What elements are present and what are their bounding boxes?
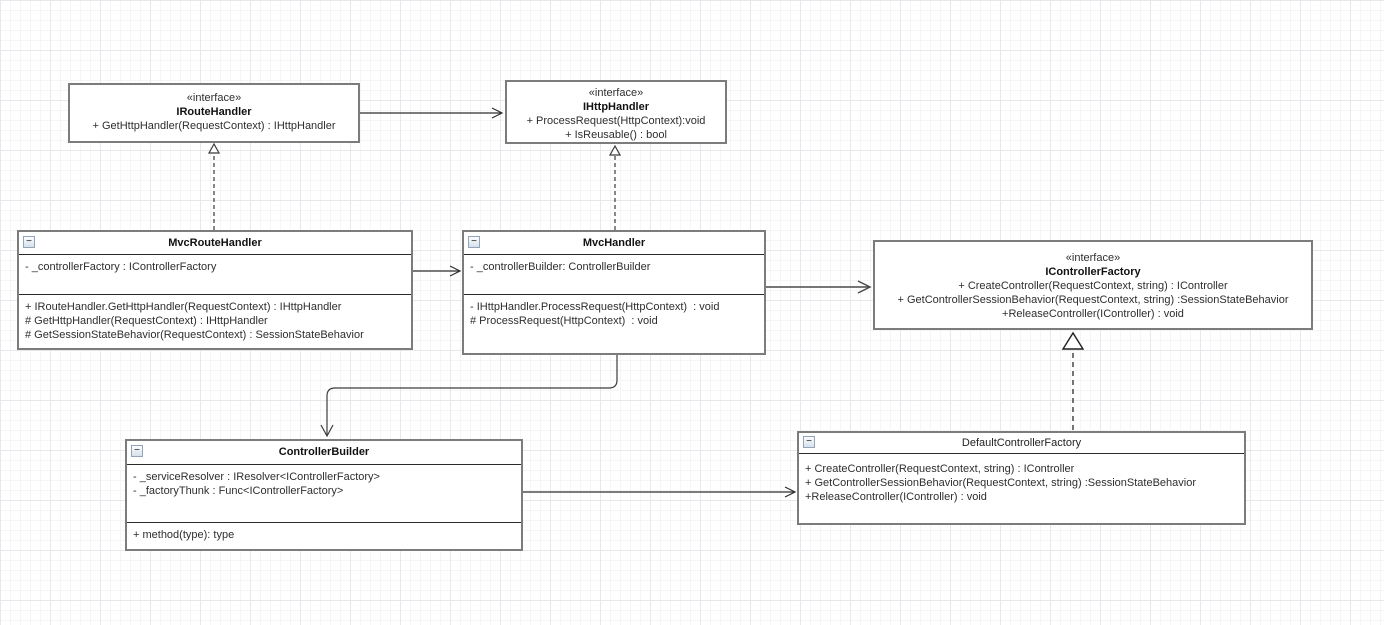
realization-defaultcontrollerfactory-icontrollerfactory[interactable] — [1061, 331, 1085, 430]
method-line: + GetControllerSessionBehavior(RequestCo… — [897, 294, 1289, 306]
collapse-icon[interactable]: − — [23, 236, 35, 248]
class-ihttphandler[interactable]: «interface» IHttpHandler + ProcessReques… — [505, 80, 727, 144]
method-line: + CreateController(RequestContext, strin… — [958, 280, 1228, 292]
class-title: MvcRouteHandler — [168, 237, 262, 249]
attributes-section: - _controllerBuilder: ControllerBuilder — [464, 255, 764, 294]
association-mvcroutehandler-mvchandler[interactable] — [413, 265, 462, 277]
collapse-glyph: − — [26, 236, 32, 247]
association-mvchandler-icontrollerfactory[interactable] — [766, 280, 872, 294]
collapse-glyph: − — [471, 236, 477, 247]
method-line: +ReleaseController(IController) : void — [1002, 308, 1184, 320]
collapse-icon[interactable]: − — [131, 445, 143, 457]
class-title: IHttpHandler — [583, 101, 649, 113]
class-controllerbuilder[interactable]: − ControllerBuilder - _serviceResolver :… — [125, 439, 523, 551]
class-header: − MvcRouteHandler — [19, 232, 411, 255]
realization-mvchandler-ihttphandler[interactable] — [608, 144, 622, 230]
class-defaultcontrollerfactory[interactable]: − DefaultControllerFactory + CreateContr… — [797, 431, 1246, 525]
class-header: − MvcHandler — [464, 232, 764, 255]
method-line: + GetHttpHandler(RequestContext) : IHttp… — [92, 120, 336, 132]
class-mvcroutehandler[interactable]: − MvcRouteHandler - _controllerFactory :… — [17, 230, 413, 350]
class-title: IControllerFactory — [1045, 266, 1141, 278]
method-line: # GetSessionStateBehavior(RequestContext… — [25, 329, 364, 341]
stereotype-label: «interface» — [1065, 252, 1121, 264]
attribute-line: - _controllerBuilder: ControllerBuilder — [470, 261, 651, 273]
class-title: IRouteHandler — [176, 106, 252, 118]
attributes-section: - _serviceResolver : IResolver<IControll… — [127, 465, 521, 522]
association-iroutehandler-ihttphandler[interactable] — [360, 107, 504, 119]
realization-mvcroutehandler-iroutehandler[interactable] — [207, 142, 221, 230]
class-header: − ControllerBuilder — [127, 441, 521, 465]
method-line: + IsReusable() : bool — [565, 129, 667, 141]
method-line: - IHttpHandler.ProcessRequest(HttpContex… — [470, 301, 720, 313]
attribute-line: - _serviceResolver : IResolver<IControll… — [133, 471, 380, 483]
method-line: + IRouteHandler.GetHttpHandler(RequestCo… — [25, 301, 342, 313]
collapse-glyph: − — [806, 436, 812, 447]
collapse-icon[interactable]: − — [468, 236, 480, 248]
method-line: + ProcessRequest(HttpContext):void — [526, 115, 706, 127]
collapse-glyph: − — [134, 445, 140, 456]
association-mvchandler-controllerbuilder[interactable] — [320, 355, 618, 438]
class-mvchandler[interactable]: − MvcHandler - _controllerBuilder: Contr… — [462, 230, 766, 355]
methods-section: + IRouteHandler.GetHttpHandler(RequestCo… — [19, 294, 411, 348]
class-title: MvcHandler — [582, 237, 646, 249]
class-header: − DefaultControllerFactory — [799, 433, 1244, 454]
method-line: # GetHttpHandler(RequestContext) : IHttp… — [25, 315, 268, 327]
attribute-line: - _controllerFactory : IControllerFactor… — [25, 261, 217, 273]
method-line: + CreateController(RequestContext, strin… — [805, 463, 1075, 475]
methods-section: + method(type): type — [127, 522, 521, 549]
methods-section: - IHttpHandler.ProcessRequest(HttpContex… — [464, 294, 764, 353]
collapse-icon[interactable]: − — [803, 436, 815, 448]
stereotype-label: «interface» — [186, 92, 242, 104]
attribute-line: - _factoryThunk : Func<IControllerFactor… — [133, 485, 344, 497]
class-title: ControllerBuilder — [278, 446, 370, 458]
association-controllerbuilder-defaultcontrollerfactory[interactable] — [523, 486, 797, 498]
class-icontrollerfactory[interactable]: «interface» IControllerFactory + CreateC… — [873, 240, 1313, 330]
attributes-section: - _controllerFactory : IControllerFactor… — [19, 255, 411, 294]
stereotype-label: «interface» — [588, 87, 644, 99]
method-line: + method(type): type — [133, 529, 235, 541]
method-line: +ReleaseController(IController) : void — [805, 491, 987, 503]
method-line: # ProcessRequest(HttpContext) : void — [470, 315, 658, 327]
method-line: + GetControllerSessionBehavior(RequestCo… — [805, 477, 1197, 489]
class-title: DefaultControllerFactory — [961, 437, 1082, 449]
class-iroutehandler[interactable]: «interface» IRouteHandler + GetHttpHandl… — [68, 83, 360, 143]
methods-section: + CreateController(RequestContext, strin… — [799, 454, 1244, 525]
